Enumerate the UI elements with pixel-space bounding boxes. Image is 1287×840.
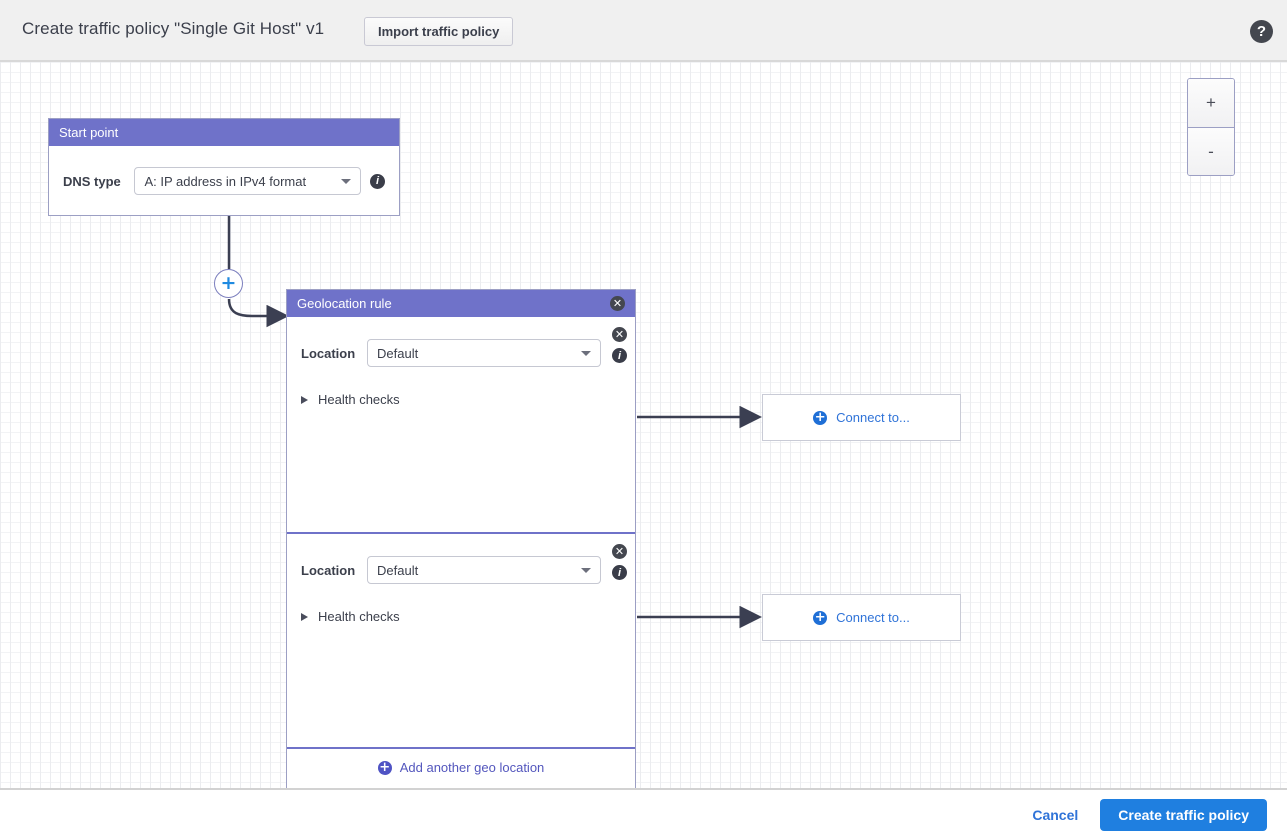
page-title: Create traffic policy "Single Git Host" … — [22, 19, 325, 38]
close-icon[interactable]: ✕ — [610, 296, 625, 311]
add-connector-plus-icon[interactable]: + — [214, 269, 243, 298]
connect-to-label: Connect to... — [836, 610, 910, 625]
plus-circle-icon: + — [813, 410, 828, 425]
remove-location-icon[interactable]: ✕ — [612, 327, 627, 342]
start-point-title: Start point — [59, 125, 119, 140]
start-point-node[interactable]: Start point DNS type A: IP address in IP… — [48, 118, 400, 216]
location-select[interactable]: Default — [367, 556, 601, 584]
health-checks-label: Health checks — [318, 609, 400, 624]
add-another-geo-location-button[interactable]: + Add another geo location — [287, 747, 635, 786]
dns-type-label: DNS type — [63, 173, 121, 189]
chevron-down-icon — [341, 179, 352, 184]
location-value: Default — [377, 345, 419, 361]
chevron-down-icon — [581, 568, 591, 573]
cancel-button[interactable]: Cancel — [1032, 807, 1079, 823]
dns-type-select[interactable]: A: IP address in IPv4 format — [134, 167, 362, 195]
zoom-controls[interactable]: + - — [1187, 78, 1235, 176]
location-select[interactable]: Default — [367, 339, 601, 367]
health-checks-toggle[interactable]: Health checks — [287, 609, 635, 624]
location-label: Location — [301, 562, 356, 578]
plus-circle-icon: + — [813, 610, 828, 625]
connect-to-box[interactable]: + Connect to... — [762, 394, 961, 441]
connect-to-box[interactable]: + Connect to... — [762, 594, 961, 641]
location-info-icon[interactable]: i — [612, 565, 627, 580]
chevron-right-icon — [301, 612, 308, 621]
geo-location-section: ✕ i Location Default Health checks — [287, 532, 635, 747]
geolocation-rule-header: Geolocation rule ✕ — [287, 290, 635, 317]
start-point-header: Start point — [49, 119, 399, 146]
location-info-icon[interactable]: i — [612, 348, 627, 363]
remove-location-icon[interactable]: ✕ — [612, 544, 627, 559]
health-checks-label: Health checks — [318, 392, 400, 407]
geolocation-rule-title: Geolocation rule — [297, 296, 392, 311]
geolocation-rule-node[interactable]: Geolocation rule ✕ ✕ i Location Default … — [286, 289, 636, 788]
geo-section-icons: ✕ i — [612, 327, 627, 363]
dns-type-value: A: IP address in IPv4 format — [144, 173, 307, 189]
chevron-right-icon — [301, 395, 308, 404]
dns-type-info-icon[interactable]: i — [370, 173, 385, 189]
chevron-down-icon — [581, 351, 591, 356]
footer-bar: Cancel Create traffic policy — [0, 790, 1287, 840]
add-another-geo-location-label: Add another geo location — [399, 760, 545, 775]
app-header: Create traffic policy "Single Git Host" … — [0, 0, 1287, 62]
help-icon[interactable]: ? — [1250, 20, 1273, 43]
location-value: Default — [377, 562, 419, 578]
plus-circle-icon: + — [377, 760, 392, 775]
health-checks-toggle[interactable]: Health checks — [287, 392, 635, 407]
geo-location-section: ✕ i Location Default Health checks — [287, 317, 635, 532]
geo-section-icons: ✕ i — [612, 544, 627, 580]
zoom-out-button[interactable]: - — [1188, 127, 1234, 175]
create-traffic-policy-button[interactable]: Create traffic policy — [1100, 799, 1267, 831]
zoom-in-button[interactable]: + — [1188, 79, 1234, 127]
import-traffic-policy-button[interactable]: Import traffic policy — [364, 17, 514, 46]
connect-to-label: Connect to... — [836, 410, 910, 425]
policy-canvas[interactable]: + - Start point DNS type A: IP address i… — [0, 62, 1287, 790]
location-label: Location — [301, 345, 356, 361]
